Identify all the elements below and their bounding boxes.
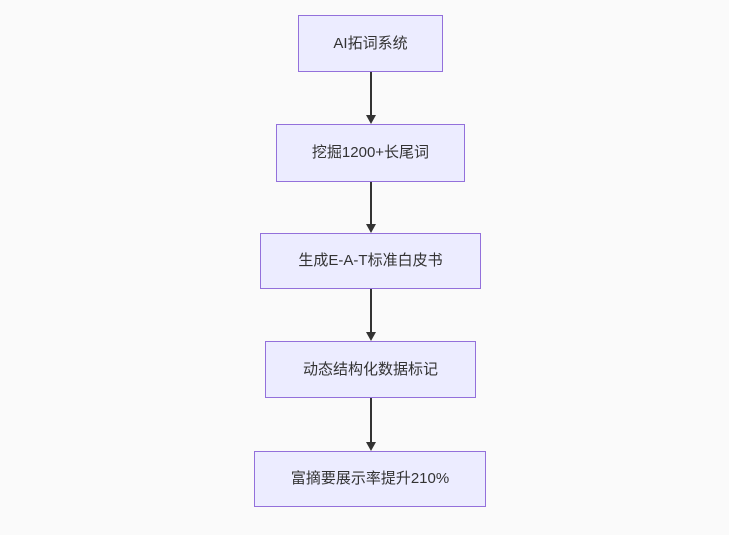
arrow-line: [370, 398, 372, 442]
arrow-down-icon: [366, 332, 376, 341]
flow-node-longtail-mining: 挖掘1200+长尾词: [276, 124, 465, 182]
flow-node-ai-keyword-system: AI拓词系统: [298, 15, 443, 72]
flow-arrow-3: [365, 289, 377, 341]
arrow-line: [370, 289, 372, 332]
flow-node-eat-whitepaper: 生成E-A-T标准白皮书: [260, 233, 481, 289]
flow-node-label: 挖掘1200+长尾词: [311, 144, 430, 161]
flow-node-rich-snippet-result: 富摘要展示率提升210%: [254, 451, 486, 507]
arrow-down-icon: [366, 442, 376, 451]
arrow-line: [370, 72, 372, 115]
arrow-down-icon: [366, 115, 376, 124]
flow-node-label: 动态结构化数据标记: [302, 360, 438, 378]
flow-node-structured-data-markup: 动态结构化数据标记: [265, 341, 476, 398]
arrow-down-icon: [366, 224, 376, 233]
flow-arrow-1: [365, 72, 377, 124]
flow-arrow-4: [365, 398, 377, 451]
flow-node-label: 富摘要展示率提升210%: [290, 470, 450, 487]
flow-node-label: AI拓词系统: [333, 34, 408, 52]
arrow-line: [370, 182, 372, 224]
flow-arrow-2: [365, 182, 377, 233]
flow-node-label: 生成E-A-T标准白皮书: [298, 252, 443, 269]
